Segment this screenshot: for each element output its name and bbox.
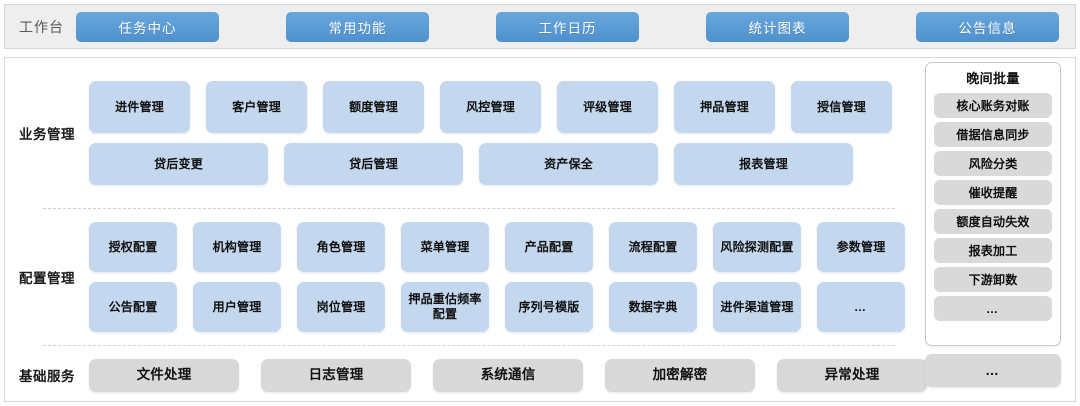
tile-role-management[interactable]: 角色管理	[297, 222, 385, 272]
business-row-2: 贷后变更 贷后管理 资产保全 报表管理	[89, 143, 901, 185]
tile-organization-management[interactable]: 机构管理	[193, 222, 281, 272]
config-row-1: 授权配置 机构管理 角色管理 菜单管理 产品配置 流程配置 风险探测配置 参数管…	[89, 222, 905, 272]
page-title: 工作台	[19, 18, 64, 35]
tile-report-management[interactable]: 报表管理	[674, 143, 853, 185]
batch-item-iou-info-sync[interactable]: 借据信息同步	[934, 122, 1052, 147]
tile-parameter-management[interactable]: 参数管理	[817, 222, 905, 272]
batch-item-report-processing[interactable]: 报表加工	[934, 238, 1052, 263]
top-nav-button-group: 任务中心 常用功能 工作日历 统计图表 公告信息	[70, 11, 1075, 42]
batch-item-credit-limit-auto-expiry[interactable]: 额度自动失效	[934, 209, 1052, 234]
tile-encryption-decryption[interactable]: 加密解密	[605, 358, 755, 392]
tile-data-dictionary[interactable]: 数据字典	[609, 282, 697, 332]
batch-item-downstream-data-unload[interactable]: 下游卸数	[934, 267, 1052, 292]
tile-rating-management[interactable]: 评级管理	[557, 81, 658, 133]
business-row-1: 进件管理 客户管理 额度管理 风控管理 评级管理 押品管理 授信管理	[89, 81, 901, 133]
nightly-batch-panel: 晚间批量 核心账务对账 借据信息同步 风险分类 催收提醒 额度自动失效 报表加工…	[925, 62, 1061, 346]
nav-button-announcements[interactable]: 公告信息	[916, 11, 1059, 42]
tile-post-loan-management[interactable]: 贷后管理	[284, 143, 463, 185]
tile-menu-management[interactable]: 菜单管理	[401, 222, 489, 272]
module-map-card: 业务管理 进件管理 客户管理 额度管理 风控管理 评级管理 押品管理 授信管理 …	[4, 57, 1076, 402]
nav-button-task-center[interactable]: 任务中心	[76, 11, 219, 42]
tile-credit-limit-management[interactable]: 额度管理	[323, 81, 424, 133]
tile-risk-control-management[interactable]: 风控管理	[440, 81, 541, 133]
nav-button-common-functions[interactable]: 常用功能	[286, 11, 429, 42]
batch-item-collection-reminder[interactable]: 催收提醒	[934, 180, 1052, 205]
top-navigation-bar: 工作台 任务中心 常用功能 工作日历 统计图表 公告信息	[4, 4, 1076, 49]
band-rows-basic: 文件处理 日志管理 系统通信 加密解密 异常处理	[89, 358, 939, 392]
tile-collateral-revaluation-frequency-config[interactable]: 押品重估频率配置	[401, 282, 489, 332]
tile-post-loan-change[interactable]: 贷后变更	[89, 143, 268, 185]
tile-product-config[interactable]: 产品配置	[505, 222, 593, 272]
batch-item-more[interactable]: …	[934, 296, 1052, 321]
tile-user-management[interactable]: 用户管理	[193, 282, 281, 332]
nav-button-statistics-chart[interactable]: 统计图表	[706, 11, 849, 42]
tile-announcement-config[interactable]: 公告配置	[89, 282, 177, 332]
tile-incoming-management[interactable]: 进件管理	[89, 81, 190, 133]
tile-process-config[interactable]: 流程配置	[609, 222, 697, 272]
tile-log-management[interactable]: 日志管理	[261, 358, 411, 392]
band-basic-services: 基础服务 文件处理 日志管理 系统通信 加密解密 异常处理	[5, 347, 927, 403]
tile-position-management[interactable]: 岗位管理	[297, 282, 385, 332]
nav-button-work-calendar[interactable]: 工作日历	[496, 11, 639, 42]
module-bands-column: 业务管理 进件管理 客户管理 额度管理 风控管理 评级管理 押品管理 授信管理 …	[5, 58, 927, 403]
band-label-business: 业务管理	[19, 127, 75, 142]
tile-config-more[interactable]: …	[817, 282, 905, 332]
basic-services-more-tile[interactable]: …	[925, 354, 1061, 387]
batch-item-risk-classification[interactable]: 风险分类	[934, 151, 1052, 176]
band-label-config: 配置管理	[19, 271, 75, 286]
tile-serial-number-template[interactable]: 序列号模版	[505, 282, 593, 332]
nightly-batch-title: 晚间批量	[966, 71, 1020, 86]
tile-asset-preservation[interactable]: 资产保全	[479, 143, 658, 185]
band-rows-config: 授权配置 机构管理 角色管理 菜单管理 产品配置 流程配置 风险探测配置 参数管…	[89, 222, 917, 332]
tile-customer-management[interactable]: 客户管理	[206, 81, 307, 133]
band-business-management: 业务管理 进件管理 客户管理 额度管理 风控管理 评级管理 押品管理 授信管理 …	[5, 58, 913, 208]
tile-authorization-config[interactable]: 授权配置	[89, 222, 177, 272]
tile-exception-handling[interactable]: 异常处理	[777, 358, 927, 392]
band-config-management: 配置管理 授权配置 机构管理 角色管理 菜单管理 产品配置 流程配置 风险探测配…	[5, 209, 913, 345]
tile-system-communication[interactable]: 系统通信	[433, 358, 583, 392]
nightly-batch-column: 晚间批量 核心账务对账 借据信息同步 风险分类 催收提醒 额度自动失效 报表加工…	[913, 58, 1075, 401]
divider-config-basic	[43, 345, 895, 346]
batch-item-core-account-reconciliation[interactable]: 核心账务对账	[934, 93, 1052, 118]
tile-incoming-channel-management[interactable]: 进件渠道管理	[713, 282, 801, 332]
basic-row-1: 文件处理 日志管理 系统通信 加密解密 异常处理	[89, 358, 927, 392]
band-rows-business: 进件管理 客户管理 额度管理 风控管理 评级管理 押品管理 授信管理 贷后变更 …	[89, 81, 913, 185]
tile-credit-granting-management[interactable]: 授信管理	[791, 81, 892, 133]
tile-collateral-management[interactable]: 押品管理	[674, 81, 775, 133]
config-row-2: 公告配置 用户管理 岗位管理 押品重估频率配置 序列号模版 数据字典 进件渠道管…	[89, 282, 905, 332]
band-label-basic: 基础服务	[19, 369, 75, 384]
divider-business-config	[43, 208, 895, 209]
tile-risk-detection-config[interactable]: 风险探测配置	[713, 222, 801, 272]
tile-file-processing[interactable]: 文件处理	[89, 358, 239, 392]
